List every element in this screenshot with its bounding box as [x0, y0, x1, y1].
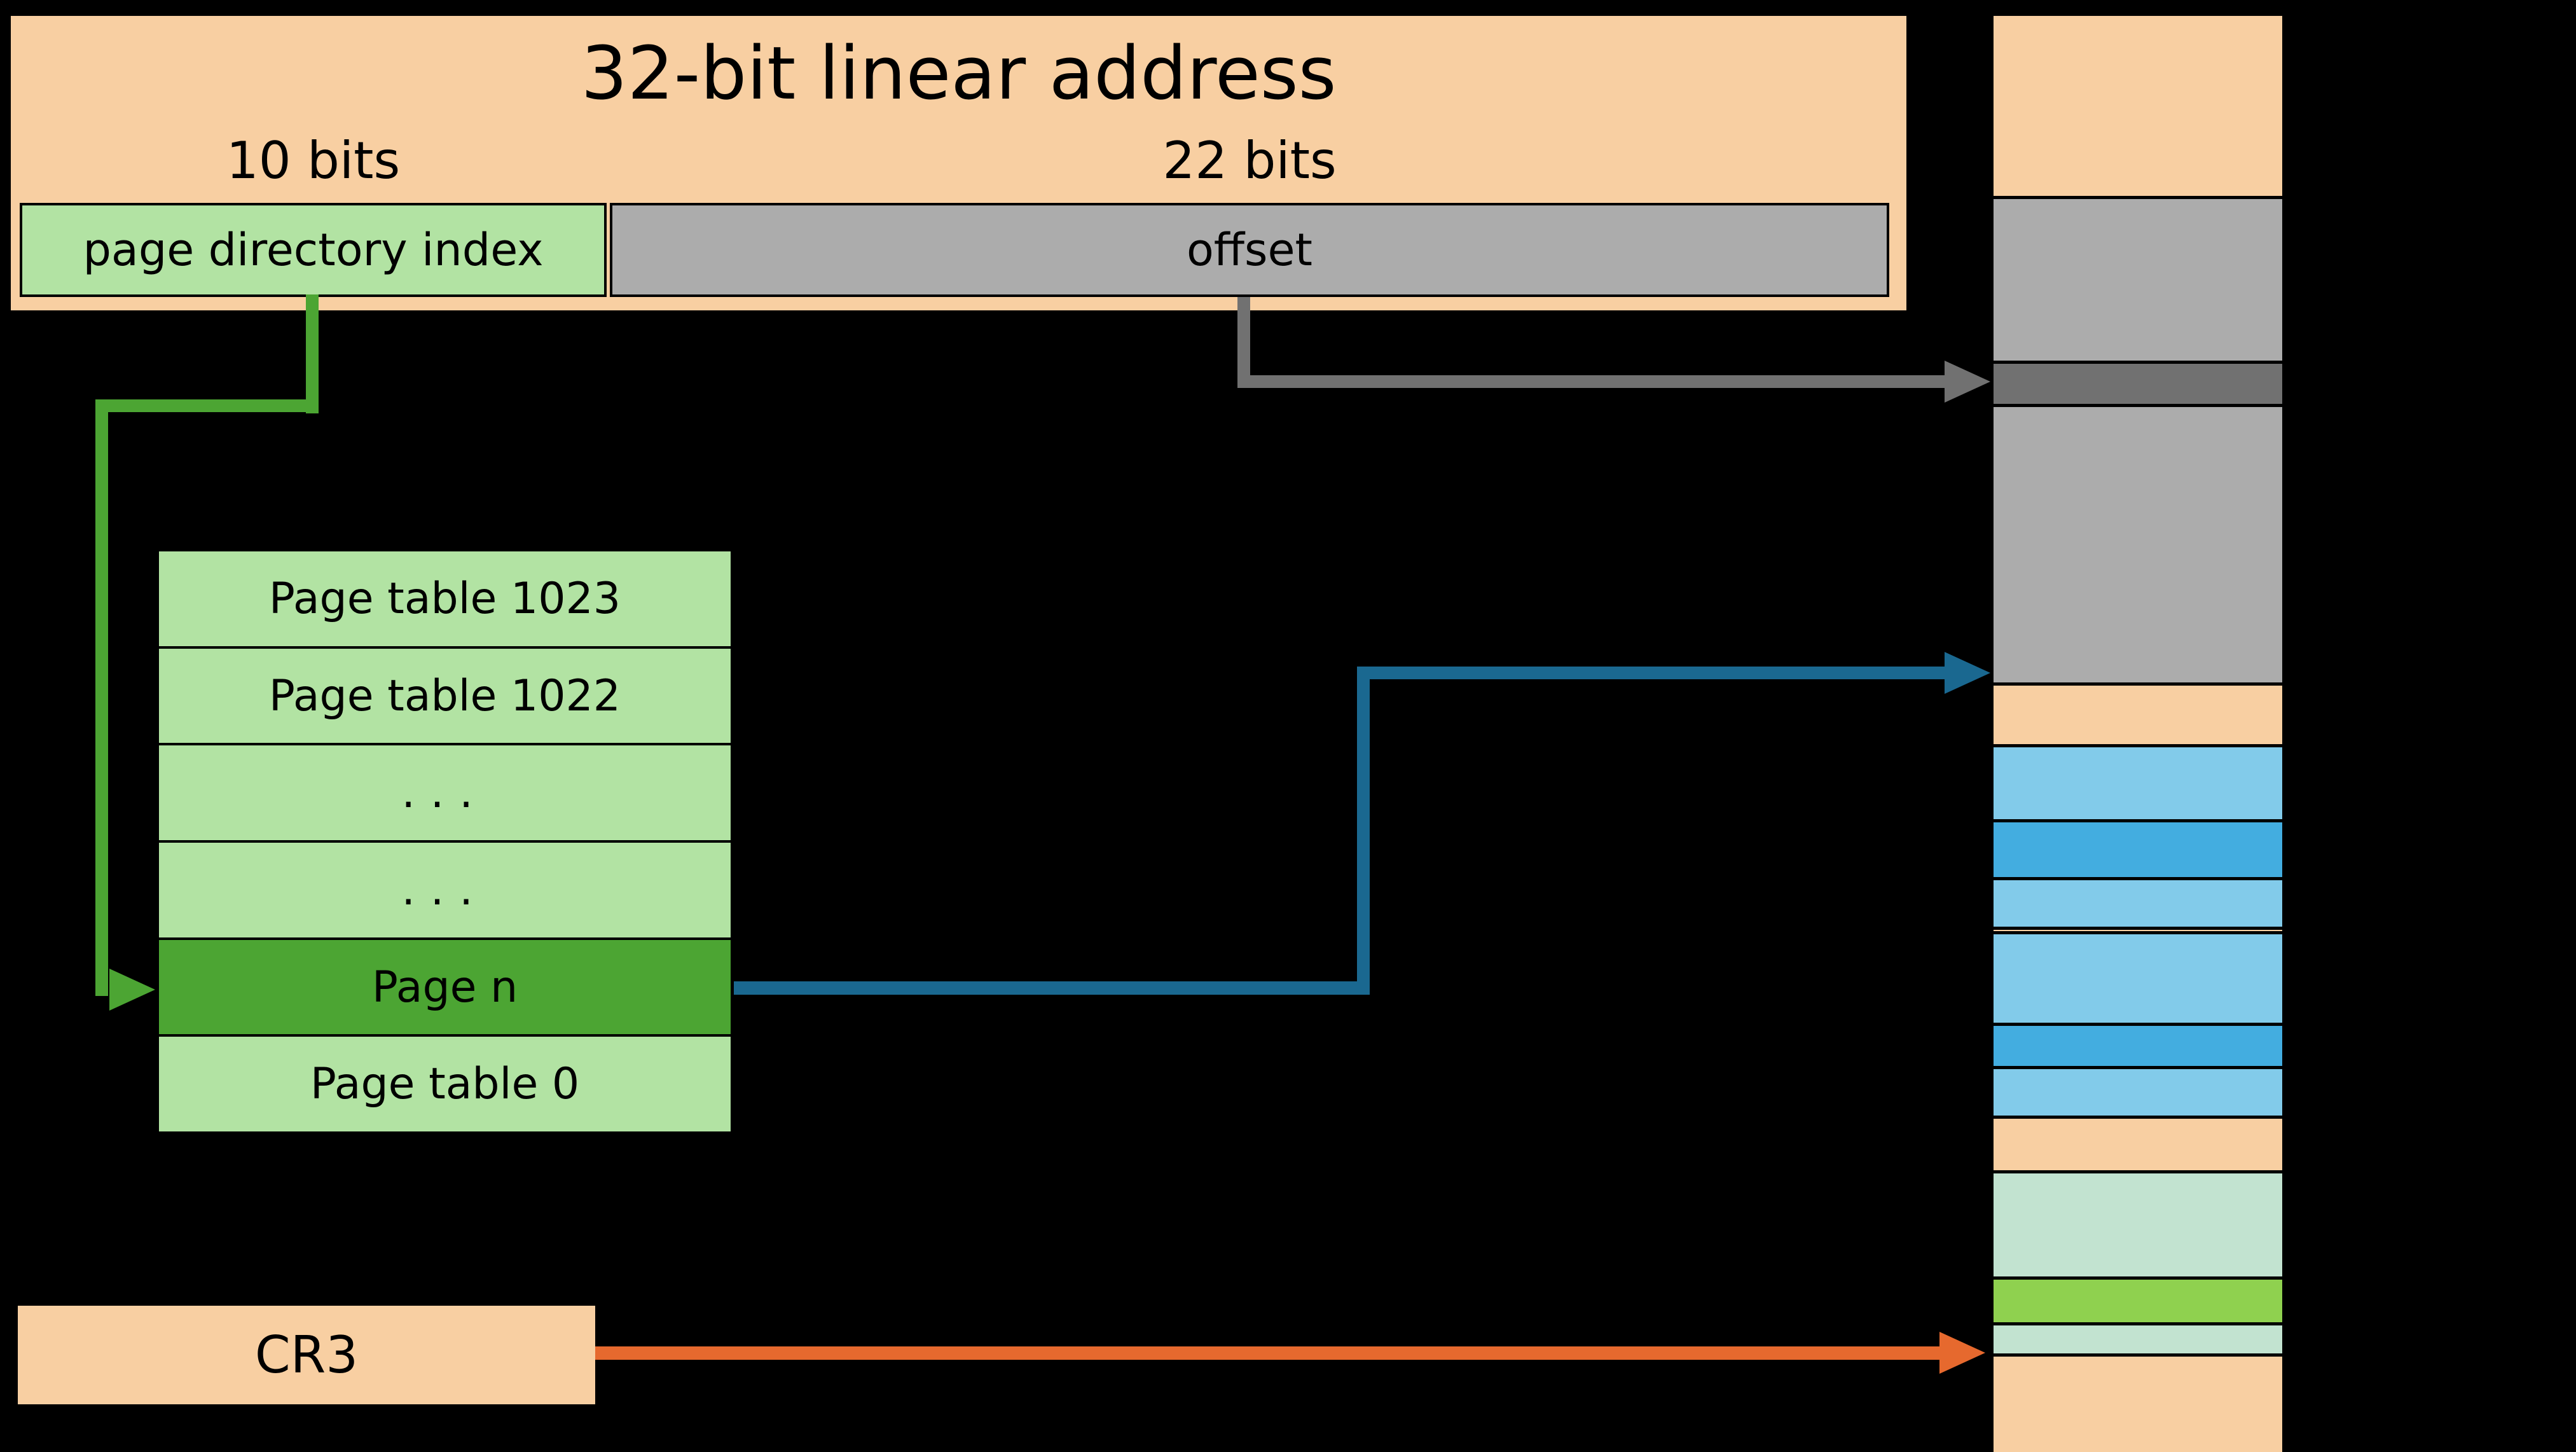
page-n-arrow-segment [1357, 667, 1949, 679]
offset-field: offset [610, 203, 1889, 297]
page-directory-entry: ... [159, 745, 731, 843]
cr3-arrow-segment [595, 1346, 1943, 1360]
memory-segment-dark-gray [1994, 361, 2282, 404]
memory-segment-light-blue [1994, 877, 2282, 927]
page-directory-index-arrow-segment [95, 399, 108, 996]
page-directory-index-arrow-head-icon [109, 969, 155, 1011]
memory-segment-medium-blue [1994, 819, 2282, 877]
memory-segment-gray [1994, 196, 2282, 361]
memory-segment-light-blue [1994, 1066, 2282, 1116]
page-directory-entry: Page table 1023 [159, 551, 731, 649]
memory-segment-peach [1994, 927, 2282, 931]
memory-segment-peach [1994, 1116, 2282, 1170]
cr3-register: CR3 [18, 1306, 595, 1404]
linear-address-banner: 32-bit linear address 10 bits 22 bits pa… [8, 13, 1909, 313]
offset-arrow-segment [1237, 375, 1949, 388]
page-directory-entry-selected: Page n [159, 939, 731, 1037]
memory-segment-peach [1994, 16, 2282, 196]
page-directory-entry: Page table 1022 [159, 648, 731, 746]
page-n-arrow-head-icon [1945, 652, 1990, 694]
cr3-arrow-head-icon [1939, 1332, 1985, 1374]
page-n-arrow-segment [1357, 667, 1370, 995]
memory-segment-mint-green [1994, 1322, 2282, 1353]
memory-segment-peach [1994, 682, 2282, 744]
memory-segment-peach [1994, 1353, 2282, 1452]
pdi-bits-label: 10 bits [226, 131, 401, 190]
memory-segment-medium-blue [1994, 1023, 2282, 1066]
memory-segment-bright-green [1994, 1276, 2282, 1322]
banner-title: 32-bit linear address [581, 31, 1337, 116]
page-directory-entry: ... [159, 843, 731, 940]
page-directory-index-arrow-segment [306, 294, 319, 413]
memory-segment-light-blue [1994, 744, 2282, 819]
page-directory-entry: Page table 0 [159, 1037, 731, 1132]
memory-segment-light-blue [1994, 931, 2282, 1023]
offset-bits-label: 22 bits [1162, 131, 1337, 190]
memory-segment-mint-green [1994, 1170, 2282, 1276]
offset-arrow-segment [1237, 297, 1250, 388]
page-directory-index-field: page directory index [20, 203, 607, 297]
memory-segment-gray [1994, 404, 2282, 682]
offset-arrow-head-icon [1945, 361, 1990, 403]
physical-memory-column [1990, 13, 2285, 1452]
page-n-arrow-segment [734, 981, 1370, 995]
page-directory-index-arrow-segment [95, 399, 319, 412]
